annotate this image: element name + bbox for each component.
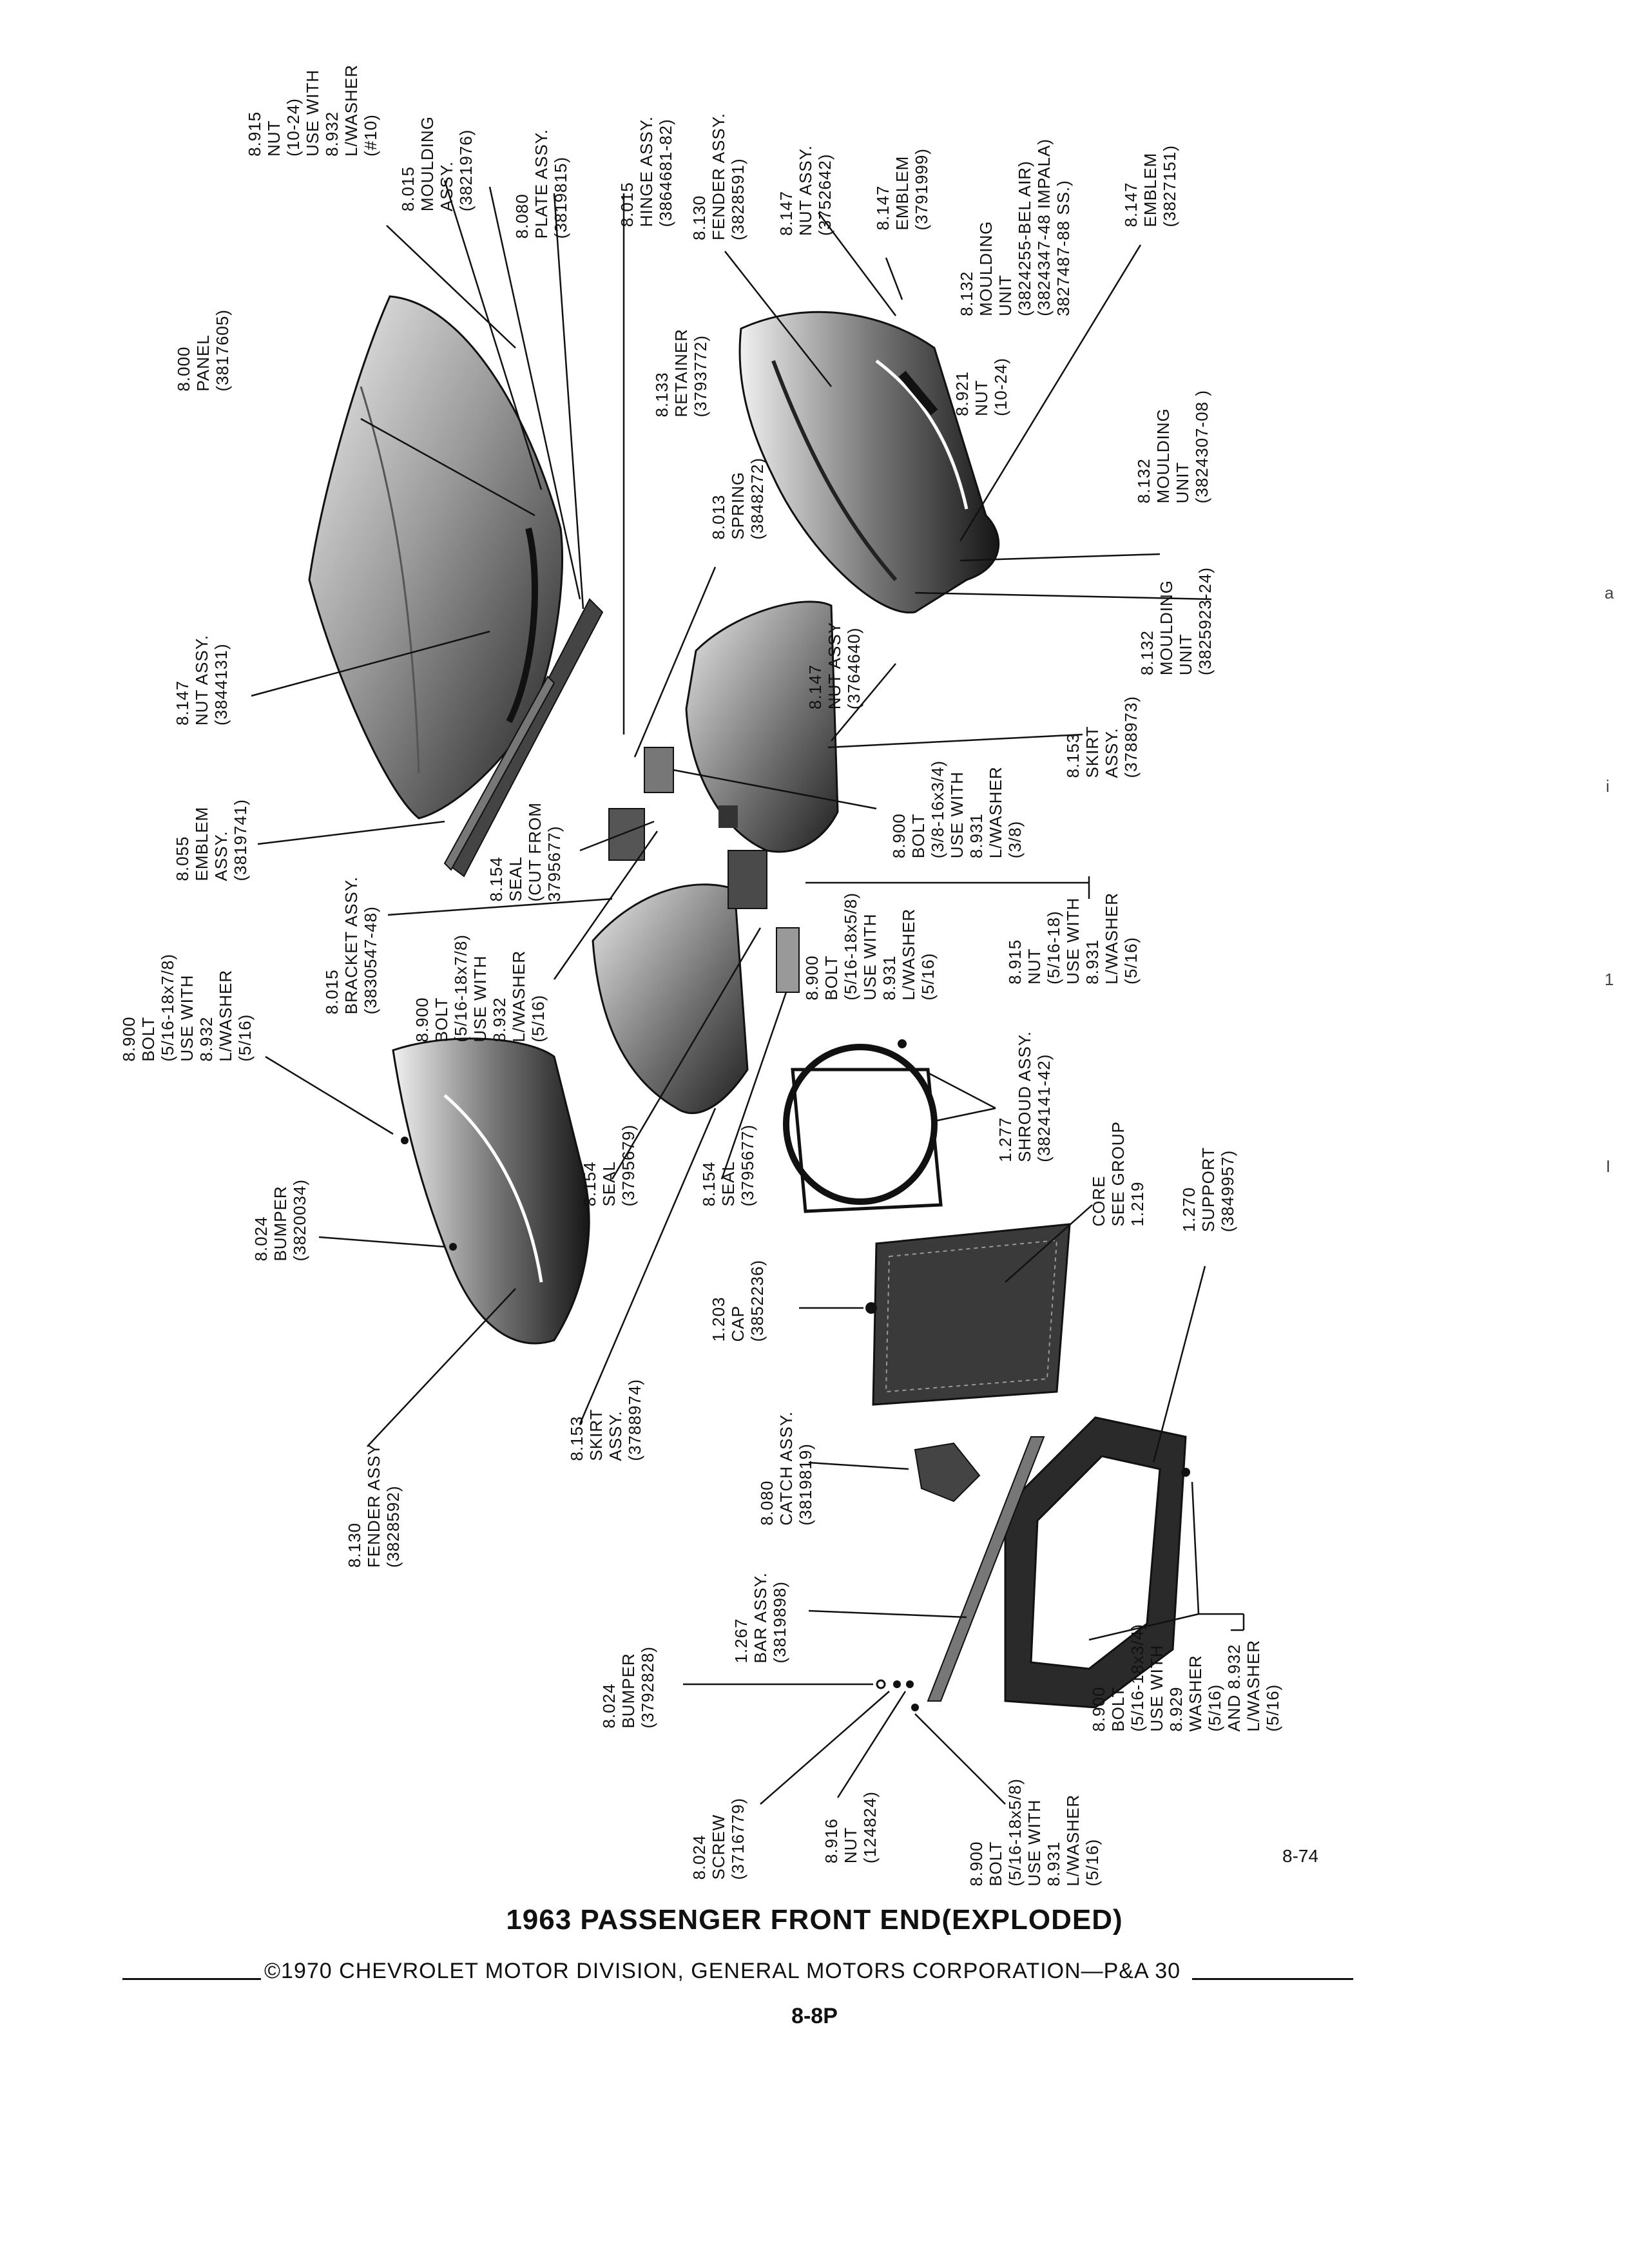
moulding-strip	[443, 598, 604, 878]
copyright-line: ©1970 CHEVROLET MOTOR DIVISION, GENERAL …	[122, 1959, 1353, 1987]
hinge-brackets	[608, 747, 800, 993]
page-number: 8-8P	[791, 2004, 838, 2028]
figure-number: 8-74	[1282, 1846, 1319, 1866]
edge-mark: i	[1606, 776, 1610, 796]
shroud	[783, 1044, 943, 1213]
copyright-text: ©1970 CHEVROLET MOTOR DIVISION, GENERAL …	[264, 1959, 1181, 1983]
right-skirt	[685, 601, 839, 853]
left-skirt	[592, 883, 749, 1114]
right-fender	[738, 311, 1000, 614]
fasteners	[401, 1039, 1190, 1711]
rule-right	[1192, 1978, 1353, 1980]
edge-mark: a	[1605, 583, 1614, 602]
catch	[914, 1442, 981, 1503]
rule-left	[122, 1978, 261, 1980]
bar-assy	[927, 1436, 1045, 1702]
left-fender	[392, 1037, 590, 1345]
leader-lines	[251, 180, 1245, 1805]
hood-panel	[308, 295, 564, 820]
edge-mark: I	[1606, 1157, 1611, 1176]
radiator-support	[1004, 1416, 1187, 1709]
edge-mark: 1	[1605, 970, 1614, 989]
page-title: 1963 PASSENGER FRONT END(EXPLODED)	[506, 1904, 1123, 1936]
